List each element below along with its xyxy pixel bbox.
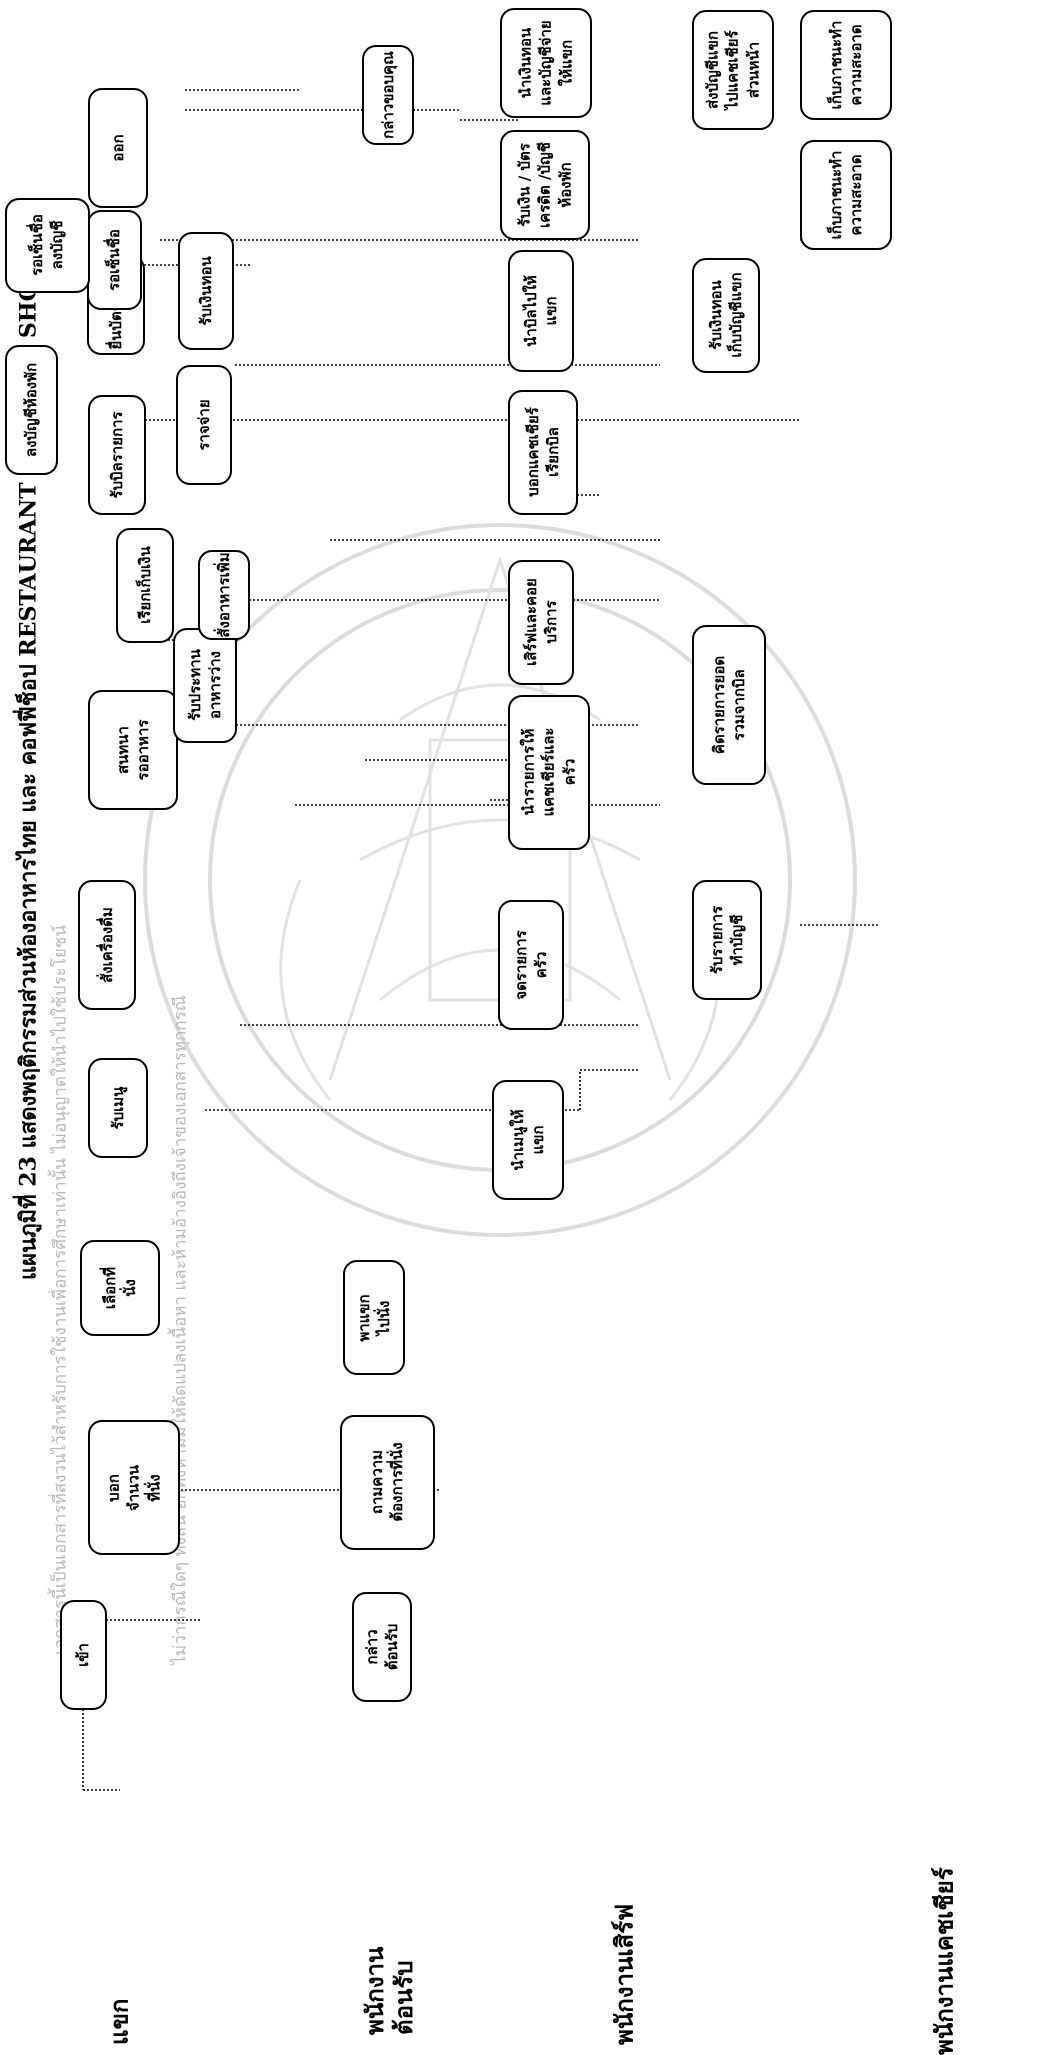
box-cashier-give-change-text: รับเงินทอน เก็บบัญชีแขก	[706, 272, 745, 358]
box-guest-choose-seat	[80, 1240, 160, 1336]
box-server-take-order-text: จดรายการ ครัว	[511, 930, 550, 1000]
box-cashier-record-text: รับรายการ ทำบัญชี	[707, 905, 746, 975]
box-guest-order-drinks	[78, 880, 136, 1010]
box-host-greet	[352, 1592, 412, 1702]
box-server-order-list	[508, 695, 590, 850]
chart-title-text: แสดงพฤติกรรมส่วนห้องอาหารไทย และ คอฟฟี่ช…	[15, 664, 42, 1149]
lane-label-cashier: พนักงานแคชเชียร์	[930, 1867, 959, 2055]
box-guest-receive-change-text: รับเงินทอน	[196, 256, 215, 326]
box-server-clean-1-text: เก็บภาชนะทำ ความสะอาด	[826, 150, 865, 240]
box-server-notify-cashier	[508, 390, 578, 515]
box-guest-wait-sign-account	[5, 198, 90, 293]
box-guest-exit	[88, 88, 148, 208]
box-guest-receive-menu	[88, 1058, 148, 1158]
lane-label-guest: แขก	[105, 1998, 134, 2045]
box-guest-enter	[60, 1600, 107, 1710]
box-server-clean-2	[800, 10, 892, 120]
box-guest-wait-sign-text: รอเซ็นชื่อ	[104, 229, 123, 291]
box-cashier-send-account	[692, 10, 774, 130]
box-server-bring-change	[500, 8, 592, 118]
chart-title-number: 23	[15, 1156, 42, 1187]
box-server-bring-menu-text: นำเมนูให้ แขก	[508, 1109, 547, 1171]
box-guest-tell-seats	[88, 1420, 180, 1555]
box-cashier-send-account-text: ส่งบัญชีแขก ไปแคชเชียร์ ส่วนหน้า	[703, 30, 763, 110]
box-server-order-more	[198, 550, 250, 640]
box-server-thank	[362, 45, 414, 145]
lane-label-host: พนักงาน ต้อนรับ	[361, 1946, 418, 2035]
box-host-seat-guest	[343, 1260, 405, 1375]
box-guest-choose-seat-text: เลือกที่ นั่ง	[100, 1266, 139, 1310]
box-guest-charge-room-text: ลงบัญชีห้องพัก	[21, 362, 40, 458]
box-guest-eat-appetizer-text: รับประทาน อาหารว่าง	[185, 649, 224, 721]
box-server-take-order	[498, 900, 564, 1030]
box-server-thank-text: กล่าวขอบคุณ	[378, 51, 397, 139]
box-server-serve-text: เสิร์ฟและคอย บริการ	[521, 578, 560, 666]
box-guest-exit-text: ออก	[108, 134, 127, 162]
box-guest-receive-change	[178, 232, 234, 350]
disclaimer-line-1: เอกสารนี้เป็นเอกสารที่สงวนไว้สำหรับการใช…	[50, 924, 71, 1656]
box-guest-order-drinks-text: สั่งเครื่องดื่ม	[97, 907, 116, 983]
box-guest-tell-seats-text: บอก จำนวน ที่นั่ง	[104, 1464, 164, 1512]
chart-title-label: แผนภูมิที่	[15, 1194, 42, 1280]
box-server-order-more-text: สั่งอาหารเพิ่ม	[214, 552, 233, 638]
box-cashier-record	[692, 880, 762, 1000]
box-host-greet-text: กล่าว ต้อนรับ	[362, 1623, 401, 1671]
box-guest-enter-text: เข้า	[73, 1643, 92, 1667]
box-server-bring-bill	[508, 250, 574, 372]
box-server-bring-menu	[492, 1080, 564, 1200]
box-server-serve	[508, 560, 574, 685]
box-guest-receive-bill-text: รับบิลรายการ	[107, 411, 126, 499]
box-guest-consider-food-text: สนทนา รออาหาร	[113, 719, 152, 781]
box-server-receive-payment-2	[500, 130, 590, 240]
box-cashier-give-change	[692, 258, 760, 373]
box-guest-pay	[176, 365, 232, 485]
box-cashier-calculate	[692, 625, 766, 785]
box-server-clean-1	[800, 140, 892, 250]
box-server-receive-payment-text: รับเงิน / บัตร เครดิต /บัญชี ห้องพัก	[515, 142, 575, 228]
box-guest-receive-bill	[88, 395, 146, 515]
box-guest-charge-room	[5, 345, 58, 475]
box-host-ask-seat	[340, 1415, 435, 1550]
box-guest-eat-appetizer	[173, 628, 237, 743]
box-server-order-list-text: นำรายการให้ แคชเชียร์และ ครัว	[519, 727, 579, 817]
box-host-seat-guest-text: พาแขก ไปนั่ง	[354, 1294, 393, 1342]
box-guest-pay-text: ราจจ่าย	[194, 399, 213, 451]
box-server-notify-cashier-text: บอกแคชเชียร์ เรียกบิล	[523, 407, 562, 497]
lane-label-server: พนักงานเสิร์ฟ	[610, 1903, 639, 2045]
box-server-bring-change-text: นำเงินทอน และบัญชีจ่าย ให้แขก	[516, 20, 576, 106]
box-guest-consider-food	[88, 690, 178, 810]
box-guest-call-bill	[116, 528, 174, 643]
box-guest-wait-sign-account-text: รอเซ็นชื่อ ลงบัญชี	[27, 214, 66, 276]
box-server-bring-bill-text: นำบิลไปให้ แขก	[521, 275, 560, 347]
box-server-clean-2-text: เก็บภาชนะทำ ความสะอาด	[826, 20, 865, 110]
box-guest-receive-menu-text: รับเมนู	[108, 1086, 127, 1130]
box-guest-call-bill-text: เรียกเก็บเงิน	[135, 546, 154, 624]
disclaimer-line-2: ไม่ว่ากรณีใดๆ ทั้งสิ้น อีกทั้งห้ามมิให้ด…	[170, 995, 191, 1665]
box-host-ask-seat-text: ถามความ ต้องการที่นั่ง	[367, 1442, 406, 1522]
box-cashier-calculate-text: คิดรายการยอด รวมจากบิล	[709, 655, 748, 755]
